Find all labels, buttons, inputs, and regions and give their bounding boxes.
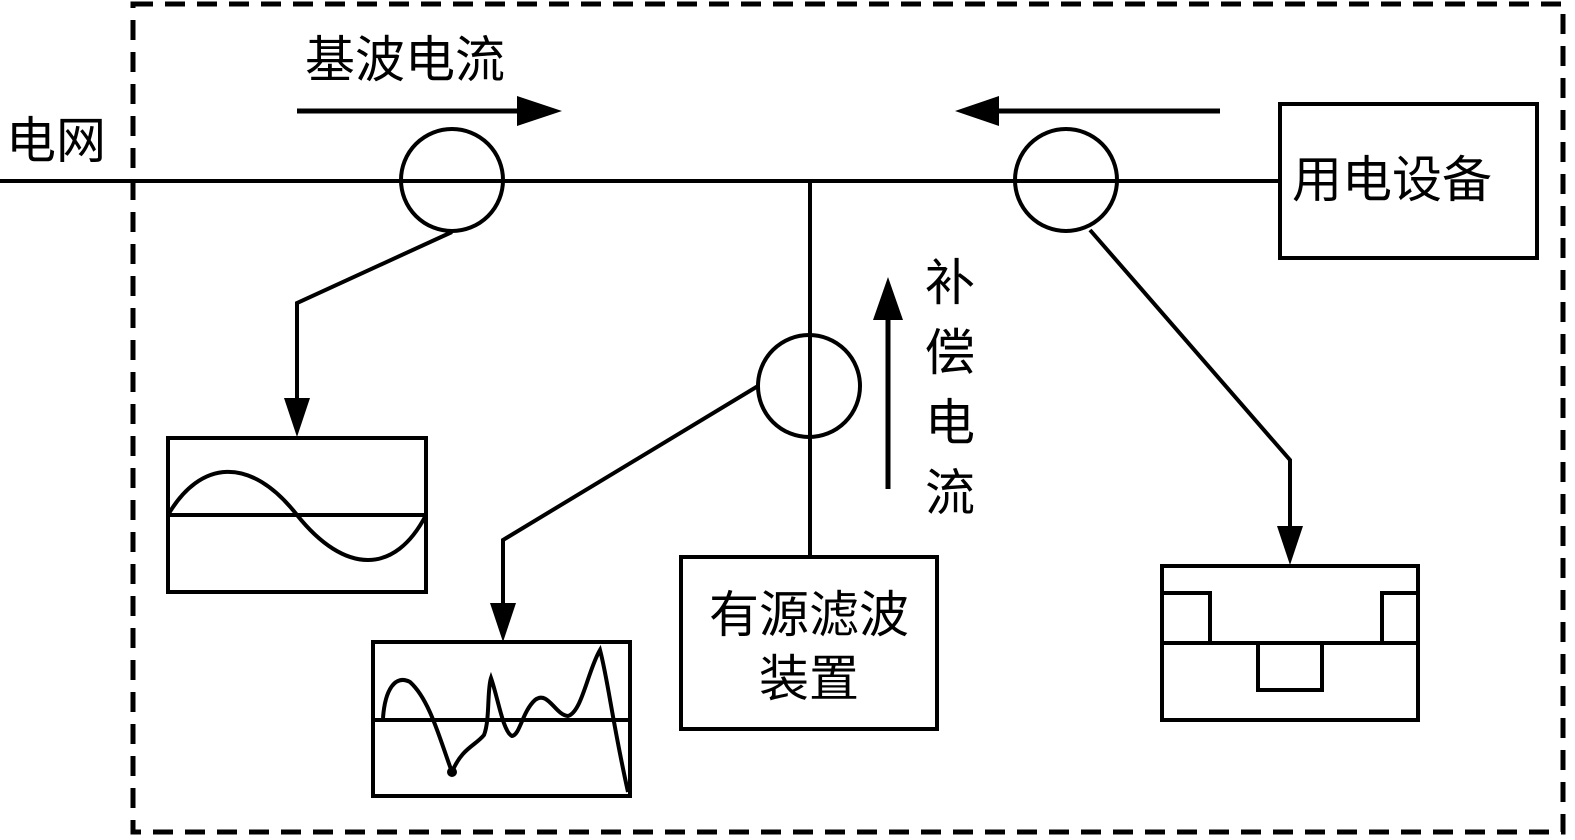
sine-waveform — [166, 469, 428, 562]
compensation-waveform-scope — [371, 640, 632, 798]
load-waveform-scope — [1160, 564, 1420, 722]
waveform-start-dot — [447, 767, 457, 777]
compensation-current-label: 补 偿 电 流 — [920, 258, 980, 538]
active-filter-box — [679, 555, 939, 731]
compensation-current-arrowhead — [873, 277, 903, 320]
fundamental-current-label: 基波电流 — [305, 31, 505, 89]
distorted-waveform — [381, 644, 630, 793]
load-box — [1278, 102, 1539, 260]
system-boundary — [130, 1, 1566, 835]
grid-label: 电网 — [6, 112, 106, 170]
grid-ct-lead — [295, 230, 453, 400]
load-side-ct — [1013, 127, 1119, 233]
load-current-arrowhead — [955, 96, 999, 126]
active-filter-label-line1: 有源滤波 — [709, 586, 909, 644]
grid-ct-lead-arrowhead — [284, 398, 310, 437]
compensation-char-1: 补 — [925, 254, 975, 312]
load-label: 用电设备 — [1292, 151, 1492, 209]
compensation-char-3: 电 — [925, 394, 975, 452]
load-ct-lead — [1088, 228, 1292, 528]
compensation-char-4: 流 — [925, 464, 975, 522]
grid-side-ct — [399, 127, 505, 233]
load-ct-lead-arrowhead — [1277, 526, 1303, 565]
square-waveform — [1162, 591, 1418, 692]
active-filter-label: 有源滤波 装置 — [681, 583, 937, 711]
fundamental-current-arrowhead — [517, 96, 562, 126]
filter-ct-lead-arrowhead — [490, 603, 516, 642]
fundamental-waveform-scope — [166, 436, 428, 594]
active-filter-label-line2: 装置 — [759, 650, 859, 708]
filter-ct-lead — [501, 384, 760, 605]
compensation-char-2: 偿 — [925, 324, 975, 382]
